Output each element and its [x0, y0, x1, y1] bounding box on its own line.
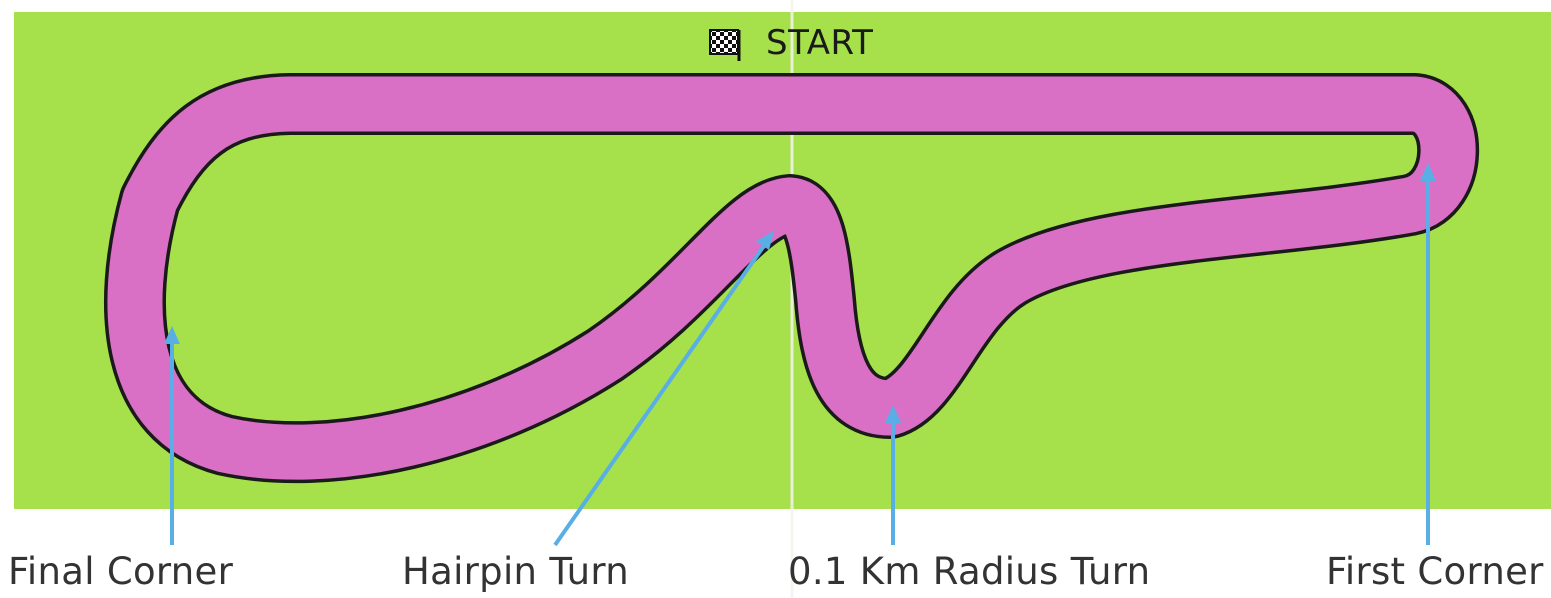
track-surface — [107, 76, 1476, 480]
radius-turn-arrowhead — [885, 405, 901, 423]
first-corner-arrowhead — [1420, 163, 1436, 181]
callout-arrows — [164, 163, 1436, 547]
final-corner-label: Final Corner — [8, 550, 234, 593]
start-label: START — [766, 23, 874, 63]
hairpin-turn-arrowhead — [756, 231, 774, 250]
checkered-flag-icon — [709, 29, 741, 61]
race-track — [104, 73, 1480, 484]
hairpin-turn-arrow — [553, 238, 770, 547]
hairpin-turn-label: Hairpin Turn — [402, 550, 630, 593]
radius-turn-label: 0.1 Km Radius Turn — [788, 550, 1151, 593]
final-corner-arrowhead — [164, 326, 180, 344]
first-corner-label: First Corner — [1326, 550, 1544, 593]
